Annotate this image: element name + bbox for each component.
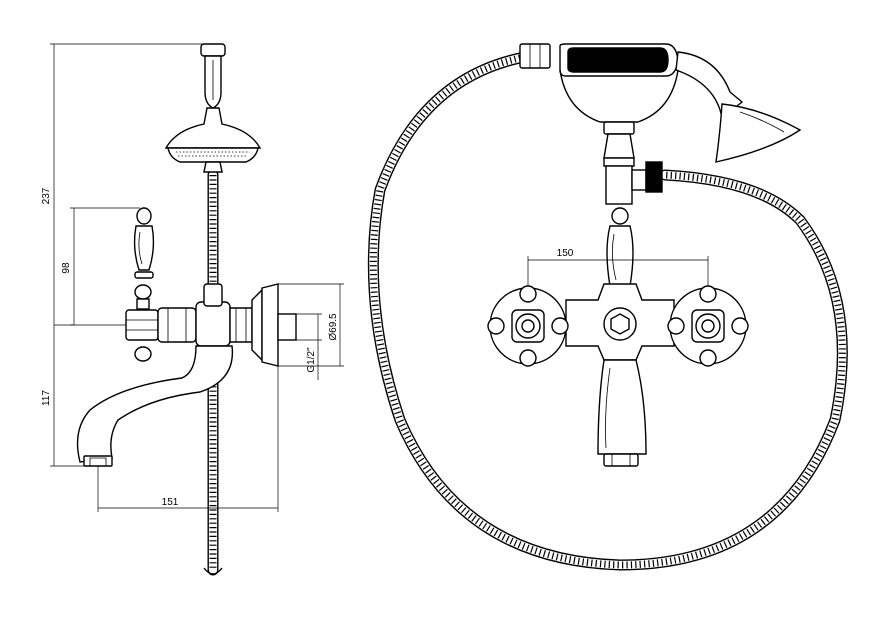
front-hose-top-fitting xyxy=(519,43,551,69)
dim-label-flange-diameter: Ø69.5 xyxy=(328,313,339,341)
side-view: 237 98 117 151 Ø69.5 G1/2" xyxy=(41,43,344,576)
front-view: 150 xyxy=(367,43,848,571)
front-hose-loop xyxy=(367,52,848,571)
dim-label-spout-reach: 151 xyxy=(162,497,179,508)
front-dimensions xyxy=(527,256,709,286)
front-spout xyxy=(597,359,647,467)
front-riser xyxy=(605,161,663,295)
side-wall-bracket xyxy=(200,43,226,109)
side-dimensions xyxy=(50,43,344,512)
side-handle xyxy=(133,207,155,310)
front-right-cross-handle xyxy=(667,285,749,367)
front-handset xyxy=(559,43,802,163)
dim-label-spout-height: 117 xyxy=(41,390,52,406)
side-valve-body xyxy=(125,283,279,367)
front-left-cross-handle xyxy=(487,285,569,367)
side-hose-nut xyxy=(203,283,223,307)
front-central-body xyxy=(565,283,675,361)
dim-label-center-distance: 150 xyxy=(557,248,574,259)
side-spout xyxy=(76,345,234,467)
front-handset-cradle xyxy=(559,69,679,167)
side-shower-head xyxy=(164,107,262,173)
dim-label-handle-height: 98 xyxy=(61,262,72,274)
side-wall-stub xyxy=(277,313,297,341)
dim-label-thread: G1/2" xyxy=(306,347,317,373)
dim-label-total-height: 237 xyxy=(41,187,52,204)
